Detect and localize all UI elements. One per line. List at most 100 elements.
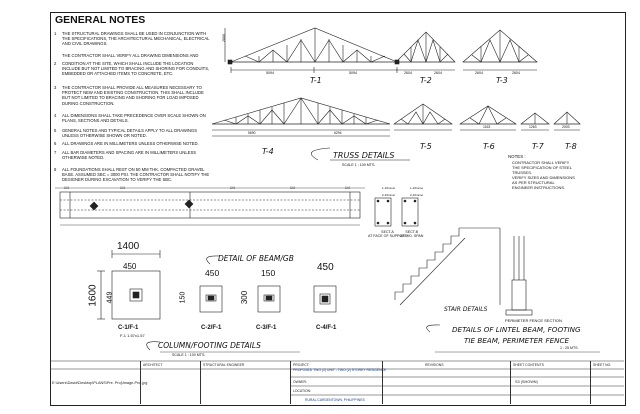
t7-seg: 1263 <box>529 125 537 129</box>
truss-label-t4: T-4 <box>262 147 274 156</box>
footing-sub-dim-2: 150 <box>179 291 187 304</box>
general-note-num: 8 <box>54 167 57 172</box>
general-note-text: ALL BAR DIAMETERS AND SPACING ARE IN MIL… <box>62 150 197 161</box>
beam-label-4: 1/4 <box>290 186 295 190</box>
t3-span-right: 2604 <box>512 71 520 75</box>
footing-label-c3: C-3/F-1 <box>256 325 277 331</box>
notes-small-line: ENGINEER INSTRUCTIONS. <box>512 185 566 190</box>
footing-width-dim: 1400 <box>117 241 140 252</box>
column-footing-scale: SCALE 1 : 100 MTS. <box>172 353 206 357</box>
notes-small-line: THE SPECIFICATION OF STEEL <box>512 165 572 170</box>
general-note-num: 7 <box>54 150 57 155</box>
general-notes-heading: GENERAL NOTES <box>55 14 146 26</box>
footing-col-dim-300: 300 <box>240 290 250 305</box>
tb-sheet-no: SHEET NO. <box>593 363 612 367</box>
beam-detail-title: DETAIL OF BEAM/GB <box>218 254 294 263</box>
footing-sub-dim-1: 449 <box>106 291 114 304</box>
footing-c1 <box>111 270 161 320</box>
section-b <box>401 197 419 227</box>
general-note-num: 5 <box>54 128 57 133</box>
lintel-title-2: TIE BEAM, PERIMETER FENCE <box>464 336 570 345</box>
tb-location-label: LOCATION: <box>293 389 312 393</box>
stair-details-title: STAIR DETAILS <box>444 306 488 313</box>
notes-small-line: AS PER STRUCTURAL <box>512 180 555 185</box>
truss-label-t8: T-8 <box>565 142 577 151</box>
t8-seg: 2003 <box>562 125 570 129</box>
beam-label-3: 1/4 <box>230 186 235 190</box>
general-note-text: CONDITION AT THE SITE, WHICH SHALL INCLU… <box>62 61 210 77</box>
truss-label-t3: T-3 <box>496 76 508 85</box>
beam-label-2: 1/4 <box>120 186 125 190</box>
callout-1: 1-16mmø <box>382 186 395 190</box>
footing-label-c1: C-1/F-1 <box>118 325 139 331</box>
tb-revisions: REVISIONS <box>425 363 444 367</box>
truss-label-t2: T-2 <box>420 76 432 85</box>
tb-col-project <box>290 361 291 404</box>
notes-small-line: TRUSSES. <box>512 170 533 175</box>
callout-4: 2-16mmø <box>410 193 423 197</box>
callout-3: 1-16mmø <box>410 186 423 190</box>
t2-span-left: 2604 <box>404 71 412 75</box>
tb-location: RURAL CARDENTOWN, PHILIPPINES <box>305 398 365 402</box>
general-note-text: ALL FOUNDATIONS SHALL REST ON 50 MM THK.… <box>62 167 210 183</box>
tb-col-sheetno <box>590 361 591 404</box>
tb-project-label: PROJECT: <box>293 363 310 367</box>
general-note-num: 6 <box>54 141 57 146</box>
lintel-title-1: DETAILS OF LINTEL BEAM, FOOTING <box>452 325 581 334</box>
tb-owner-label: OWNER: <box>293 380 307 384</box>
truss-details-title: TRUSS DETAILS <box>333 151 395 160</box>
tb-architect: ARCHITECT <box>143 363 163 367</box>
t3-span-left: 2604 <box>475 71 483 75</box>
footing-c4 <box>313 285 337 313</box>
tb-sheet-contents: SHEET CONTENTS <box>513 363 544 367</box>
tb-col-revisions <box>382 361 383 404</box>
stair-profile <box>394 228 460 300</box>
lintel-scale: 1 : 25 MTS. <box>560 346 579 350</box>
truss-label-t5: T-5 <box>420 142 432 151</box>
tb-col-structural <box>200 361 201 404</box>
t6-seg-mid: 1163 <box>483 125 491 129</box>
t4-span-left: 5690 <box>248 131 256 135</box>
t4-span-right: 6294 <box>334 131 342 135</box>
section-a <box>374 197 392 227</box>
beam-elevation <box>59 191 361 219</box>
general-note-text: ALL DIMENSIONS SHALL TAKE PRECEDENCE OVE… <box>62 113 206 124</box>
beam-label-1: 1/4 <box>64 186 69 190</box>
general-note-text: GENERAL NOTES AND TYPICAL DETAILS APPLY … <box>62 128 198 139</box>
general-note-num: 2 <box>54 61 57 66</box>
footing-sublabel-c1: F-1 1.57x1.57 <box>120 333 145 338</box>
general-note-num: 4 <box>54 113 57 118</box>
sect-b-label: SECT.B AT MID. SPAN <box>400 230 424 238</box>
notes-small-heading: NOTES : <box>508 154 526 159</box>
t1-span-left: 5094 <box>266 71 274 75</box>
general-note-text: THE CONTRACTOR SHALL PROVIDE ALL MEASURE… <box>62 85 204 106</box>
sect-a-label: SECT.A AT FACE OF SUPPORT <box>368 230 407 238</box>
footing-col-dim-150: 150 <box>261 268 276 278</box>
notes-small-line: CONTRACTOR SHALL VERIFY <box>512 160 570 165</box>
tb-col-contents <box>510 361 511 404</box>
t1-span-right: 5094 <box>349 71 357 75</box>
general-note-text: THE CONTRACTOR SHALL VERIFY ALL DRAWING … <box>62 53 199 58</box>
beam-label-5: 1/4 <box>345 186 350 190</box>
tb-sheet-code: S3 (SHOWN) <box>515 380 538 384</box>
general-note-num: 3 <box>54 85 57 90</box>
general-note-text: THE STRUCTURAL DRAWINGS SHALL BE USED IN… <box>62 31 210 47</box>
callout-2: 2-16mmø <box>382 193 395 197</box>
column-footing-title: COLUMN/FOOTING DETAILS <box>158 341 261 350</box>
notes-small-line: VERIFY SIZES AND DIMENSIONS <box>512 175 575 180</box>
sheet-frame <box>50 12 626 406</box>
tb-col-architect <box>140 361 141 404</box>
footing-height-dim: 1600 <box>87 284 99 307</box>
footing-label-c2: C-2/F-1 <box>201 325 222 331</box>
truss-label-t6: T-6 <box>483 142 495 151</box>
footing-c2 <box>199 285 223 313</box>
file-path: E:\Users\David\Desktop\PLANS\Pre. Proj\I… <box>52 381 148 385</box>
general-note-text: ALL DRAWINGS ARE IN MILLIMETERS UNLESS O… <box>62 141 199 146</box>
footing-col-dim-450a: 450 <box>123 262 137 271</box>
tb-structural: STRUCTURAL ENGINEER <box>203 363 245 367</box>
truss-details-scale: SCALE 1 : 100 MTS. <box>342 163 376 167</box>
truss-label-t7: T-7 <box>532 142 544 151</box>
